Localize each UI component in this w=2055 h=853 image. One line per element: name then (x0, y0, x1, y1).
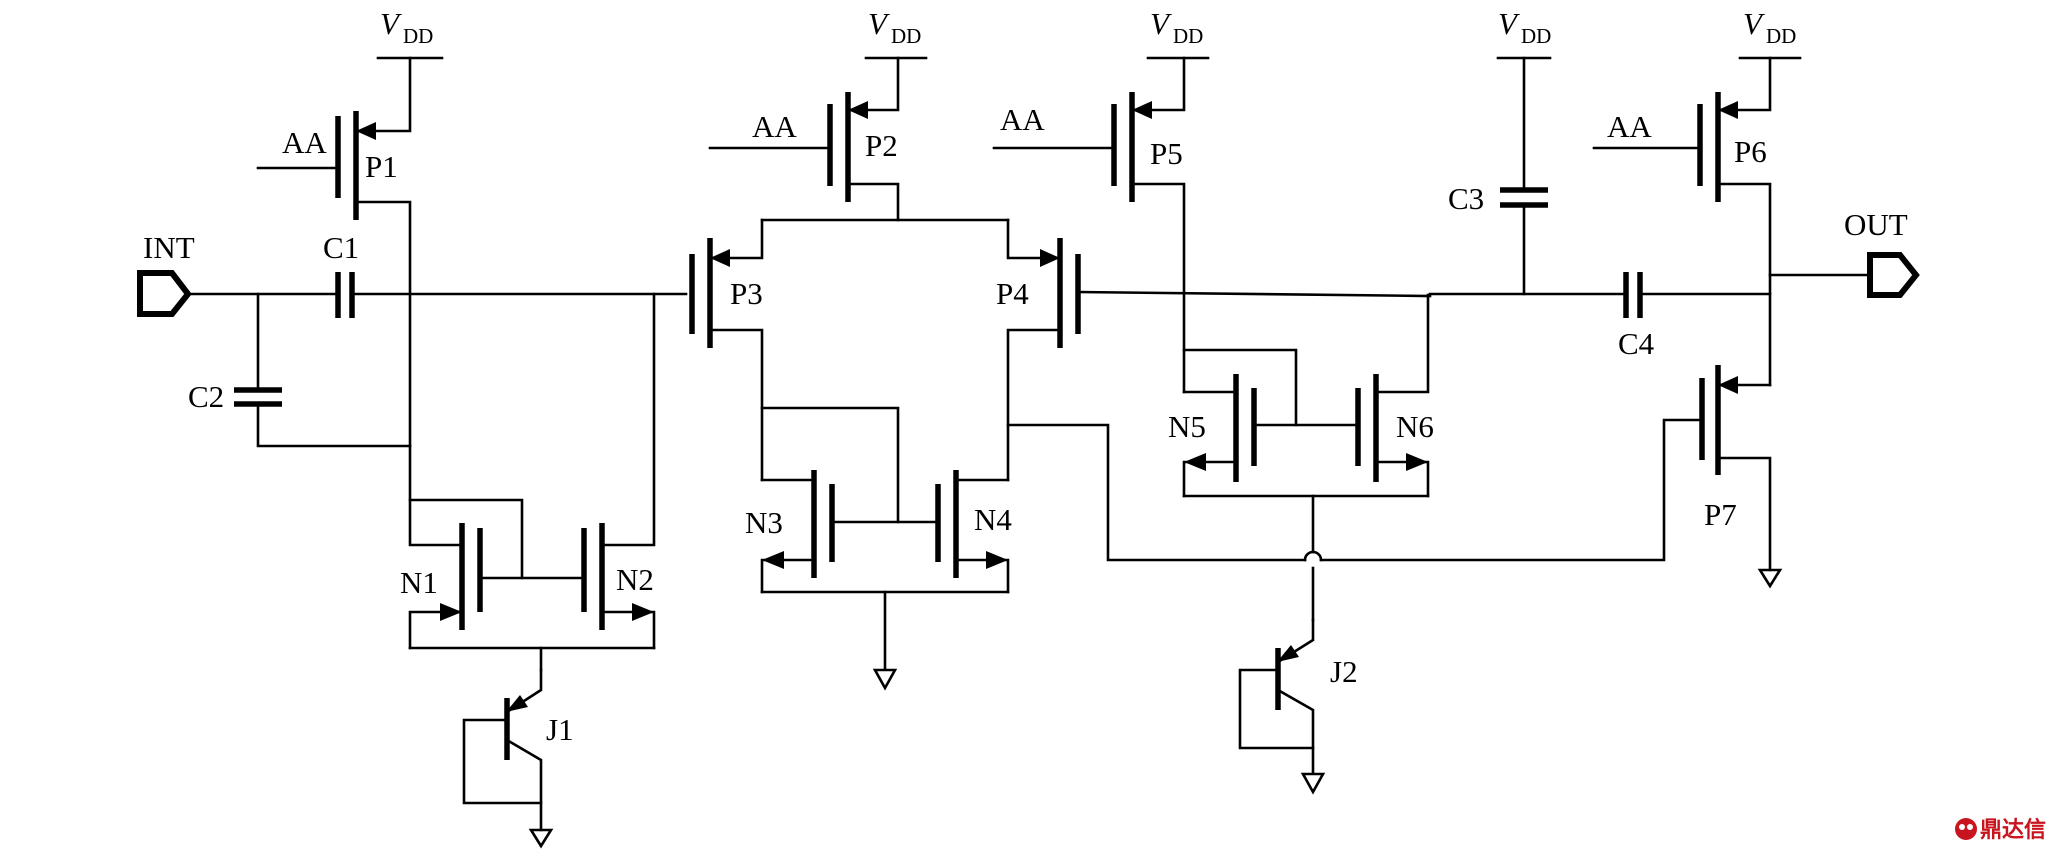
watermark-text: 鼎达信 (1980, 817, 2046, 843)
j2-label: J2 (1330, 654, 1358, 689)
nmos-n6: N6 (1355, 293, 1434, 498)
c2-label: C2 (188, 379, 224, 414)
svg-text:V: V (380, 6, 402, 41)
aa-label-p6: AA (1607, 109, 1652, 144)
c1-label: C1 (323, 230, 359, 265)
svg-text:DD: DD (1766, 24, 1796, 48)
pmos-p7: P7 (1699, 365, 1783, 589)
n1-label: N1 (400, 565, 438, 600)
n6-label: N6 (1396, 409, 1434, 444)
bjt-j2: J2 (1238, 618, 1358, 795)
svg-text:V: V (1743, 6, 1765, 41)
output-pin-label: OUT (1844, 207, 1908, 242)
p4-label: P4 (996, 276, 1029, 311)
capacitor-c2: C2 (188, 292, 412, 448)
p1-label: P1 (365, 149, 398, 184)
svg-text:V: V (868, 6, 890, 41)
nmos-n2: N2 (581, 292, 656, 650)
c4-label: C4 (1618, 326, 1655, 361)
pmos-p6: V DD AA P6 (1592, 6, 1802, 387)
aa-label-p1: AA (282, 125, 327, 160)
pmos-p1: V DD AA P1 (256, 6, 444, 448)
capacitor-c1: C1 (323, 230, 359, 318)
watermark-logo: 鼎达信 (1955, 817, 2046, 843)
input-pin-label: INT (143, 230, 195, 265)
nmos-n1: N1 (400, 444, 586, 650)
aa-label-p5: AA (1000, 102, 1045, 137)
svg-text:V: V (1498, 6, 1520, 41)
capacitor-c3: V DD C3 (1448, 6, 1551, 296)
input-pin-int: INT (137, 230, 195, 317)
n4-label: N4 (974, 502, 1012, 537)
nmos-n4: N4 (935, 470, 1012, 594)
svg-text:DD: DD (1521, 24, 1551, 48)
pmos-p5: V DD AA P5 (992, 6, 1210, 394)
p2-label: P2 (865, 128, 898, 163)
svg-text:DD: DD (891, 24, 921, 48)
pmos-p4: P4 (996, 218, 1432, 482)
n2-label: N2 (616, 562, 654, 597)
nmos-n3: N3 (745, 406, 940, 594)
pmos-p3: P3 (689, 218, 1010, 482)
p6-label: P6 (1734, 134, 1767, 169)
n3-label: N3 (745, 505, 783, 540)
c3-label: C3 (1448, 181, 1484, 216)
j1-label: J1 (546, 712, 574, 747)
p5-label: P5 (1150, 136, 1183, 171)
nmos-n5: N5 (1168, 348, 1360, 498)
aa-label-p2: AA (752, 109, 797, 144)
output-pin-out: OUT (1844, 207, 1920, 298)
bjt-j1: J1 (462, 668, 574, 849)
svg-text:DD: DD (1173, 24, 1203, 48)
svg-text:DD: DD (403, 24, 433, 48)
svg-text:V: V (1150, 6, 1172, 41)
p3-label: P3 (730, 276, 763, 311)
pmos-p2: V DD AA P2 (708, 6, 928, 222)
p7-label: P7 (1704, 497, 1737, 532)
capacitor-c4: C4 (1428, 272, 1772, 361)
n5-label: N5 (1168, 409, 1206, 444)
